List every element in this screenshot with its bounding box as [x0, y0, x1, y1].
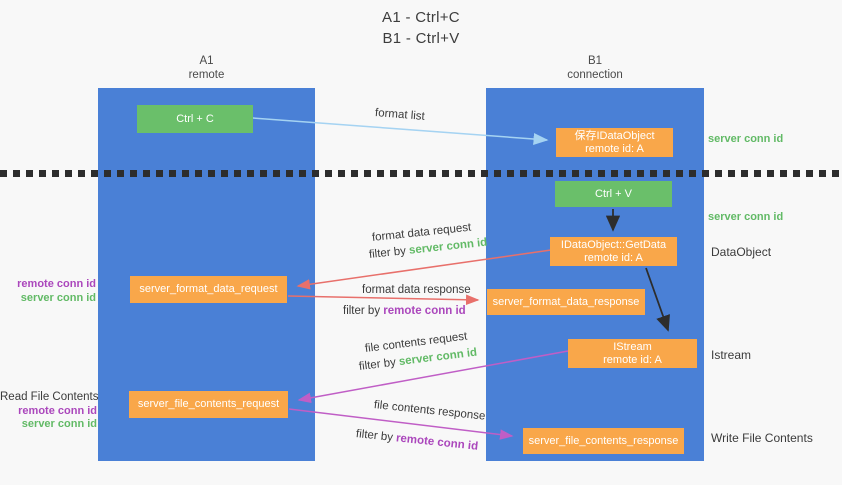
lane-b-title: B1 [587, 55, 603, 67]
node-file-response-label: server_file_contents_response [528, 434, 679, 447]
node-getdata-line2: remote id: A [584, 251, 643, 264]
node-istream-line2: remote id: A [603, 353, 662, 366]
label-format-data-response: format data response [362, 284, 471, 296]
right-server-conn-id-mid: server conn id [708, 211, 784, 223]
label-filter-format-response: filter by remote conn id [343, 305, 466, 317]
node-format-response-label: server_format_data_response [492, 295, 640, 308]
title-line-1: A1 - Ctrl+C [382, 9, 460, 26]
lane-b-header: B1 connection [486, 54, 704, 82]
node-save-idataobject: 保存IDataObject remote id: A [556, 128, 673, 157]
node-format-request-label: server_format_data_request [139, 283, 278, 295]
read-file-contents-label: Read File Contents [0, 391, 99, 403]
node-server-file-contents-response: server_file_contents_response [523, 428, 684, 454]
node-server-format-data-response: server_format_data_response [487, 289, 645, 315]
arrow-format-data-response [287, 294, 480, 305]
diagram-title: A1 - Ctrl+C B1 - Ctrl+V [271, 7, 571, 49]
arrow-format-data-request [296, 249, 552, 290]
server-conn-id-label: server conn id [20, 291, 96, 304]
node-istream: IStream remote id: A [568, 339, 697, 368]
dashed-divider [0, 170, 842, 177]
title-line-2: B1 - Ctrl+V [382, 30, 460, 47]
arrow-getdata-to-istream [645, 267, 670, 332]
remote-conn-id-label: remote conn id [17, 278, 96, 290]
lane-a-title: A1 [199, 55, 214, 67]
arrow-file-contents-response [288, 408, 514, 440]
node-idataobject-getdata: IDataObject::GetData remote id: A [550, 237, 677, 266]
right-istream-label: Istream [711, 348, 752, 362]
node-ctrl-v: Ctrl + V [555, 181, 672, 207]
node-istream-line1: IStream [613, 340, 652, 353]
right-server-conn-id-top: server conn id [708, 133, 784, 145]
node-file-request-label: server_file_contents_request [137, 398, 280, 410]
node-save-idataobject-line1: 保存IDataObject [574, 129, 655, 142]
arrow-file-contents-request [297, 350, 569, 404]
remote-conn-id-label: remote conn id [18, 404, 97, 417]
arrow-format-list [252, 117, 549, 145]
left-format-conn-ids: remote conn id server conn id [0, 278, 96, 305]
remote-conn-id-text: remote conn id [383, 305, 466, 317]
filter-by-text: filter by [343, 305, 384, 317]
node-server-file-contents-request: server_file_contents_request [129, 391, 288, 418]
lane-a-subtitle: remote [188, 69, 225, 81]
node-ctrl-v-label: Ctrl + V [595, 187, 632, 200]
right-dataobject-label: DataObject [711, 245, 772, 259]
node-server-format-data-request: server_format_data_request [130, 276, 287, 303]
node-save-idataobject-line2: remote id: A [585, 142, 644, 155]
node-getdata-line1: IDataObject::GetData [560, 238, 667, 251]
node-ctrl-c: Ctrl + C [137, 105, 253, 133]
server-conn-id-label: server conn id [21, 418, 97, 430]
lane-b-subtitle: connection [567, 69, 623, 81]
node-ctrl-c-label: Ctrl + C [176, 112, 214, 125]
left-file-conn-ids: Read File Contents remote conn id server… [0, 391, 99, 432]
right-write-file-contents-label: Write File Contents [711, 431, 813, 445]
lane-a-header: A1 remote [98, 54, 315, 82]
